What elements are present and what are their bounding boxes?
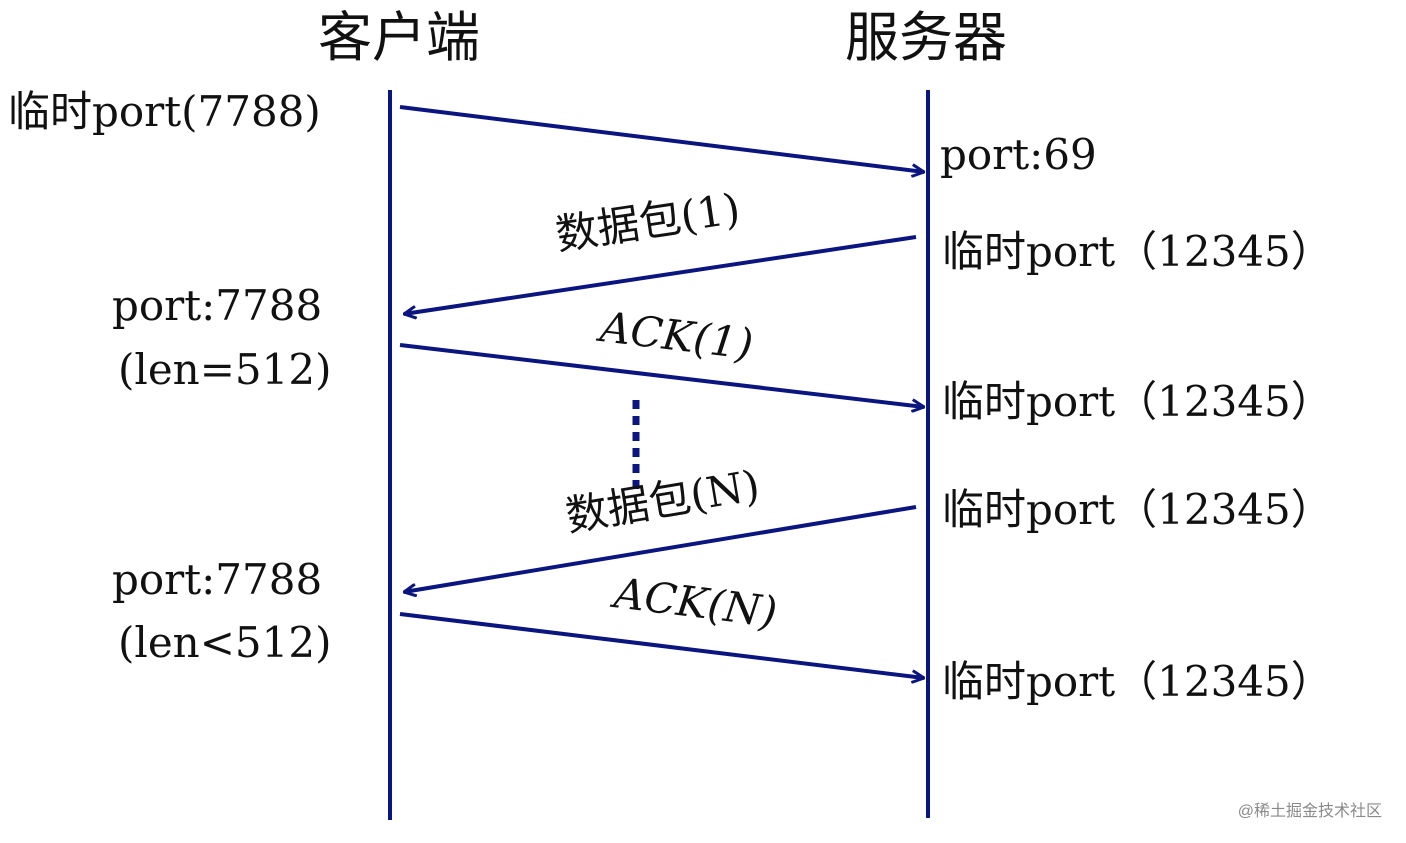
- data-n-label: 数据包(N): [562, 460, 763, 541]
- client-temp-port-label: 临时port(7788): [8, 87, 321, 136]
- ack-n-label: ACK(N): [608, 568, 780, 637]
- client-len-label-2: (len<512): [118, 618, 331, 667]
- ack-n-arrow: [399, 612, 924, 678]
- server-temp-port-label-2: 临时port（12345）: [942, 377, 1333, 426]
- client-port-label-1: port:7788: [112, 281, 322, 330]
- server-temp-port-label-4: 临时port（12345）: [942, 657, 1333, 706]
- server-port-69-label: port:69: [940, 130, 1097, 179]
- data-1-arrow: [404, 235, 917, 314]
- data-n-arrow: [404, 505, 917, 592]
- server-temp-port-label-3: 临时port（12345）: [942, 485, 1333, 534]
- ack-1-arrow: [399, 343, 924, 407]
- server-temp-port-label-1: 临时port（12345）: [942, 227, 1333, 276]
- client-len-label-1: (len=512): [118, 345, 331, 394]
- ack-1-label: ACK(1): [594, 302, 756, 369]
- client-heading: 客户端: [318, 6, 480, 69]
- watermark: @稀土掘金技术社区: [1238, 802, 1382, 820]
- server-heading: 服务器: [845, 6, 1007, 69]
- client-port-label-2: port:7788: [112, 555, 322, 604]
- data-1-label: 数据包(1): [553, 184, 744, 260]
- request-arrow: [399, 105, 924, 172]
